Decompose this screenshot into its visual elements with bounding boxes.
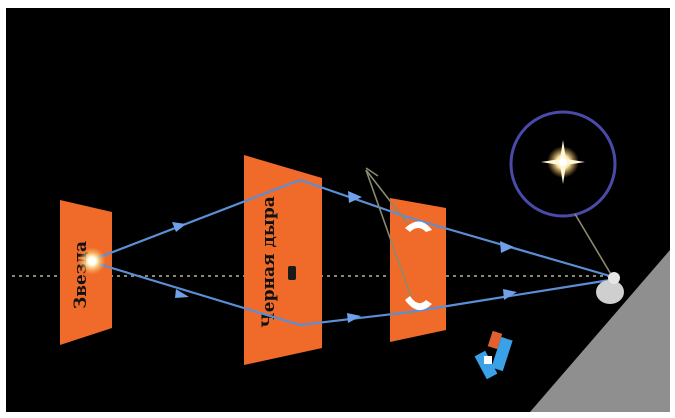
background — [6, 8, 670, 412]
svg-text:Черная дыра: Черная дыра — [259, 196, 279, 327]
black-hole-mark — [288, 266, 296, 280]
star-point — [88, 257, 96, 265]
black-hole-plane-label: Черная дыра — [259, 196, 279, 327]
